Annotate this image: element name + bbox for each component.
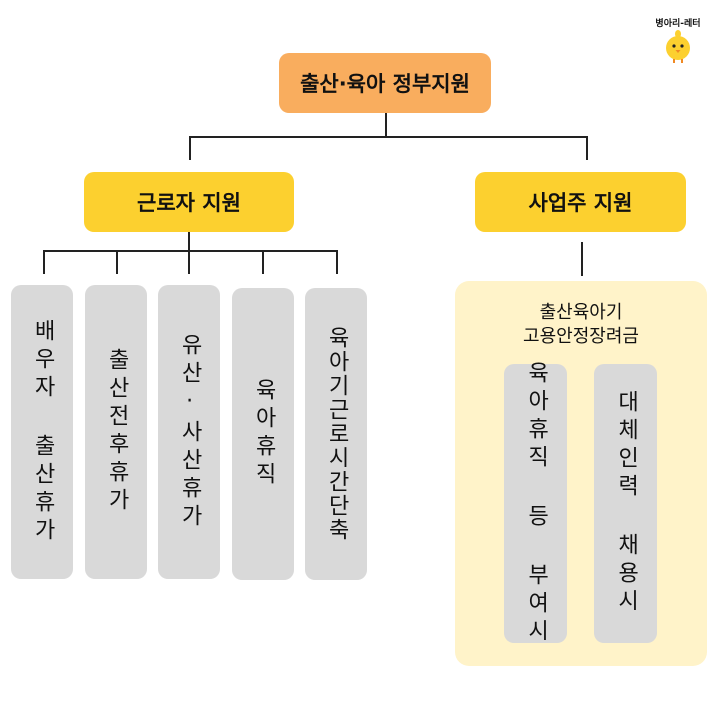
connector-root-stem [385, 113, 387, 137]
panel-title-line-2: 고용안정장려금 [523, 326, 639, 348]
worker-item-label: 배우자 출산휴가 [30, 318, 56, 546]
connector-employer-panel [581, 242, 583, 276]
worker-support-node: 근로자 지원 [84, 172, 294, 232]
worker-item-spouse-leave: 배우자 출산휴가 [11, 285, 73, 579]
worker-item-reduced-hours: 육아기근로시간단축 [305, 288, 367, 580]
employer-item-substitute-hire: 대체인력 채용시 [594, 364, 657, 643]
employer-subsidy-panel: 출산육아기 고용안정장려금 [455, 281, 707, 666]
brand-logo: 병아리-레터 [645, 16, 711, 66]
logo-text: 병아리-레터 [655, 19, 701, 29]
panel-title: 출산육아기 고용안정장려금 [455, 301, 707, 350]
worker-item-label: 출산전후휴가 [104, 348, 130, 516]
connector-worker-item-3 [188, 232, 190, 274]
worker-item-miscarriage-leave: 유산·사산휴가 [158, 285, 220, 579]
employer-item-label: 육아휴직 등 부여시 [523, 360, 549, 647]
connector-worker-item-4 [262, 250, 264, 274]
worker-item-label: 육아기근로시간단축 [324, 326, 350, 542]
panel-title-line-1: 출산육아기 [539, 302, 623, 323]
worker-support-label: 근로자 지원 [137, 191, 241, 215]
employer-item-label: 대체인력 채용시 [613, 390, 639, 617]
connector-root-bar [189, 136, 588, 138]
worker-item-label: 육아휴직 [251, 378, 277, 490]
root-node: 출산·육아 정부지원 [279, 53, 491, 113]
worker-item-childcare-leave: 육아휴직 [232, 288, 294, 580]
connector-worker-item-1 [43, 250, 45, 274]
employer-support-node: 사업주 지원 [475, 172, 686, 232]
worker-item-maternity-leave: 출산전후휴가 [85, 285, 147, 579]
connector-worker-bar [43, 250, 338, 252]
worker-item-label: 유산·사산휴가 [177, 332, 203, 532]
root-label: 출산·육아 정부지원 [300, 72, 470, 96]
connector-worker-item-2 [116, 250, 118, 274]
employer-item-childcare-grant: 육아휴직 등 부여시 [504, 361, 567, 647]
chick-icon [666, 30, 690, 63]
employer-support-label: 사업주 지원 [528, 191, 633, 215]
connector-worker-item-5 [336, 250, 338, 274]
connector-to-worker [189, 136, 191, 160]
connector-to-employer [586, 136, 588, 160]
